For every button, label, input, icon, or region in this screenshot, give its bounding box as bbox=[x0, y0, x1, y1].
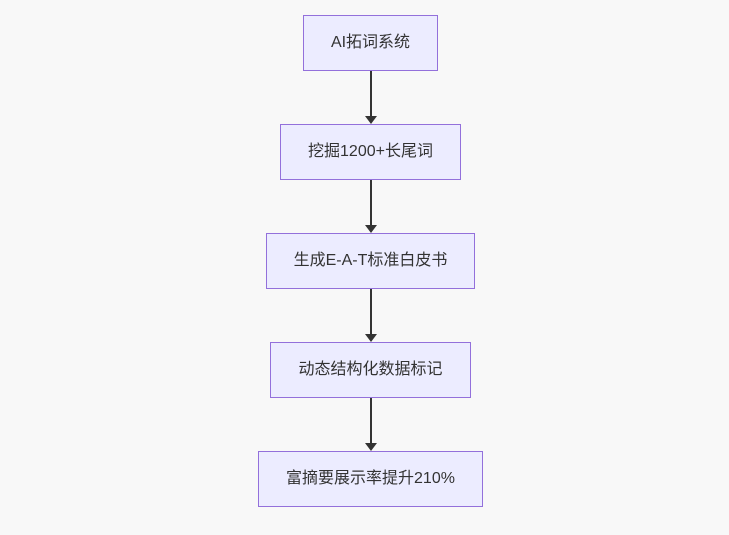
flow-node-label: 生成E-A-T标准白皮书 bbox=[293, 252, 448, 270]
flow-node-eat-whitepaper: 生成E-A-T标准白皮书 bbox=[265, 233, 476, 289]
flow-edge-4 bbox=[364, 398, 377, 451]
flow-node-label: 富摘要展示率提升210% bbox=[286, 470, 455, 488]
arrow-line bbox=[369, 180, 372, 225]
flow-node-rich-snippet-rate: 富摘要展示率提升210% bbox=[258, 451, 483, 507]
arrow-line bbox=[369, 398, 372, 443]
arrow-down-icon bbox=[364, 225, 377, 233]
arrow-line bbox=[369, 71, 372, 116]
flow-node-label: AI拓词系统 bbox=[330, 34, 411, 52]
flow-node-longtail-keywords: 挖掘1200+长尾词 bbox=[280, 124, 461, 180]
arrow-down-icon bbox=[364, 443, 377, 451]
arrow-line bbox=[369, 289, 372, 334]
flow-node-label: 挖掘1200+长尾词 bbox=[308, 143, 433, 161]
flow-edge-3 bbox=[364, 289, 377, 342]
flow-column: AI拓词系统 挖掘1200+长尾词 生成E-A-T标准白皮书 动态结构化数据标记 bbox=[6, 15, 729, 507]
flow-edge-2 bbox=[364, 180, 377, 233]
flow-edge-1 bbox=[364, 71, 377, 124]
flow-node-ai-expansion-system: AI拓词系统 bbox=[302, 15, 439, 71]
arrow-down-icon bbox=[364, 116, 377, 124]
flow-node-structured-data-markup: 动态结构化数据标记 bbox=[270, 342, 471, 398]
arrow-down-icon bbox=[364, 334, 377, 342]
flow-node-label: 动态结构化数据标记 bbox=[298, 361, 443, 379]
